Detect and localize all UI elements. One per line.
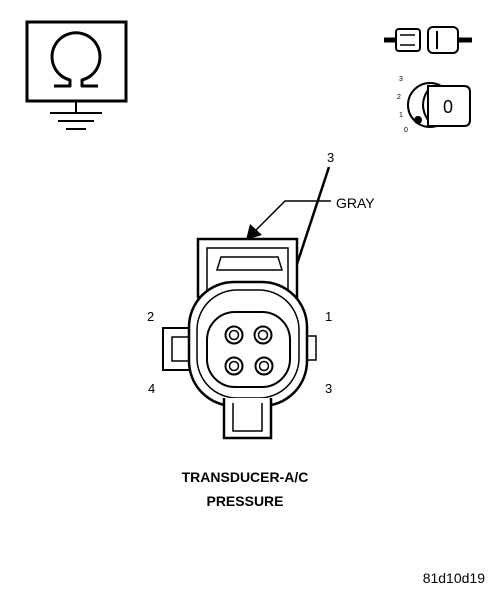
terminal-cavity-3 <box>254 356 274 376</box>
pin-label-3: 3 <box>325 381 332 396</box>
terminal-cavity-2 <box>224 325 244 345</box>
figure-code: 81d10d19 <box>423 570 486 586</box>
terminal-cavity-4 <box>224 356 244 376</box>
ignition-position-0: 0 <box>404 127 408 134</box>
disconnected-connector-icon <box>384 26 472 54</box>
ohmmeter-ground-icon <box>25 20 128 130</box>
component-title-line1: TRANSDUCER-A/C <box>182 469 309 485</box>
ignition-key-label: 0 <box>443 97 453 117</box>
ignition-position-1: 1 <box>399 112 403 119</box>
color-leader-line <box>245 200 331 241</box>
ignition-position-2: 2 <box>397 94 401 101</box>
ignition-position-3: 3 <box>399 76 403 83</box>
connector-color-label: GRAY <box>336 195 375 211</box>
component-title-line2: PRESSURE <box>206 493 283 509</box>
terminal-cavity-1 <box>253 325 273 345</box>
pin-label-1: 1 <box>325 309 332 324</box>
color-leader-arrowhead <box>246 224 262 240</box>
connector-body <box>162 237 317 440</box>
pin-label-4: 4 <box>148 381 155 396</box>
pin-label-2: 2 <box>147 309 154 324</box>
callout-pin-number: 3 <box>327 150 334 165</box>
ignition-key-icon: 3 2 1 0 0 <box>397 76 471 134</box>
